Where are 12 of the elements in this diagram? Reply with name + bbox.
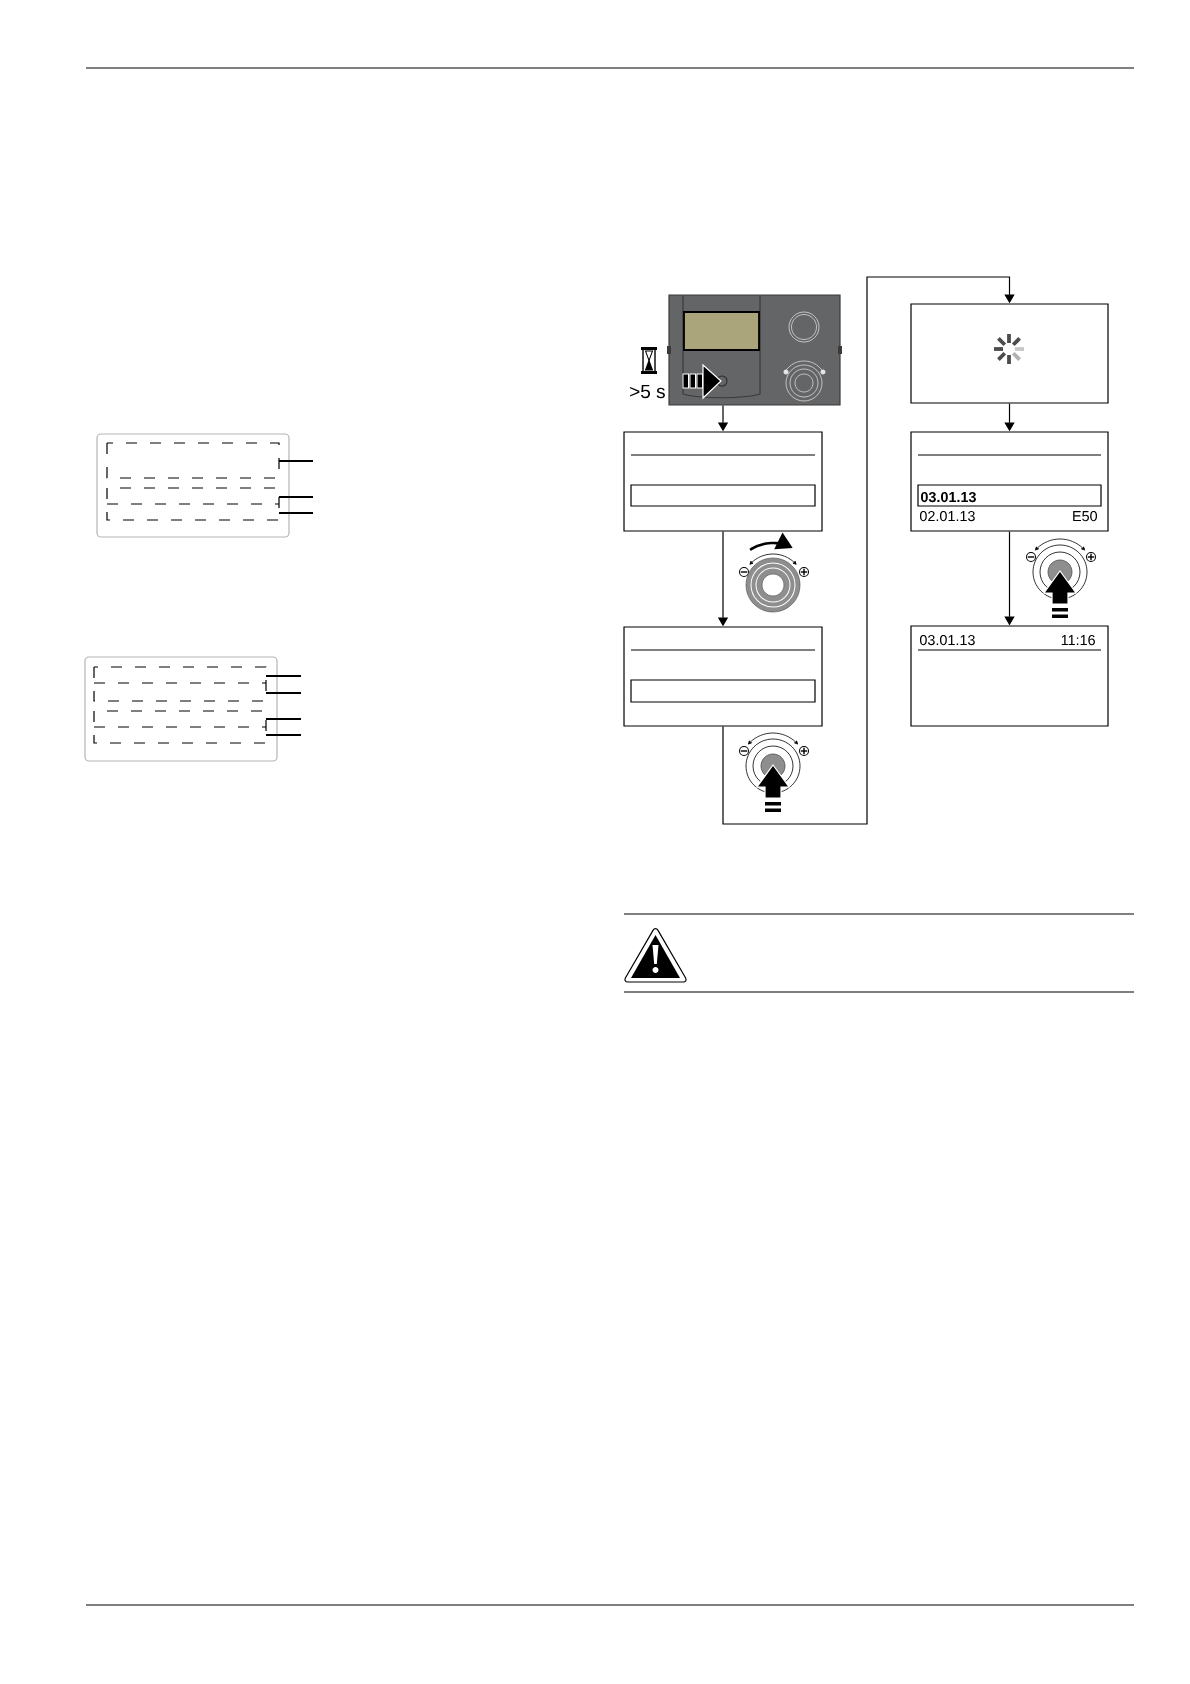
arrow [722,276,1015,825]
date-text: 02.01.13 [919,510,975,522]
selected-entry: 03.01.13 [917,484,1102,507]
display-screen [623,626,823,727]
date-text: 03.01.13 [919,634,975,646]
display-screen [623,431,823,532]
display-screen [910,431,1109,532]
error-code: E50 [1073,510,1098,522]
display-screen [910,625,1109,727]
duration-label: >5 s [630,384,665,399]
time-text: 11:16 [1061,634,1095,646]
loading-screen [910,303,1109,404]
